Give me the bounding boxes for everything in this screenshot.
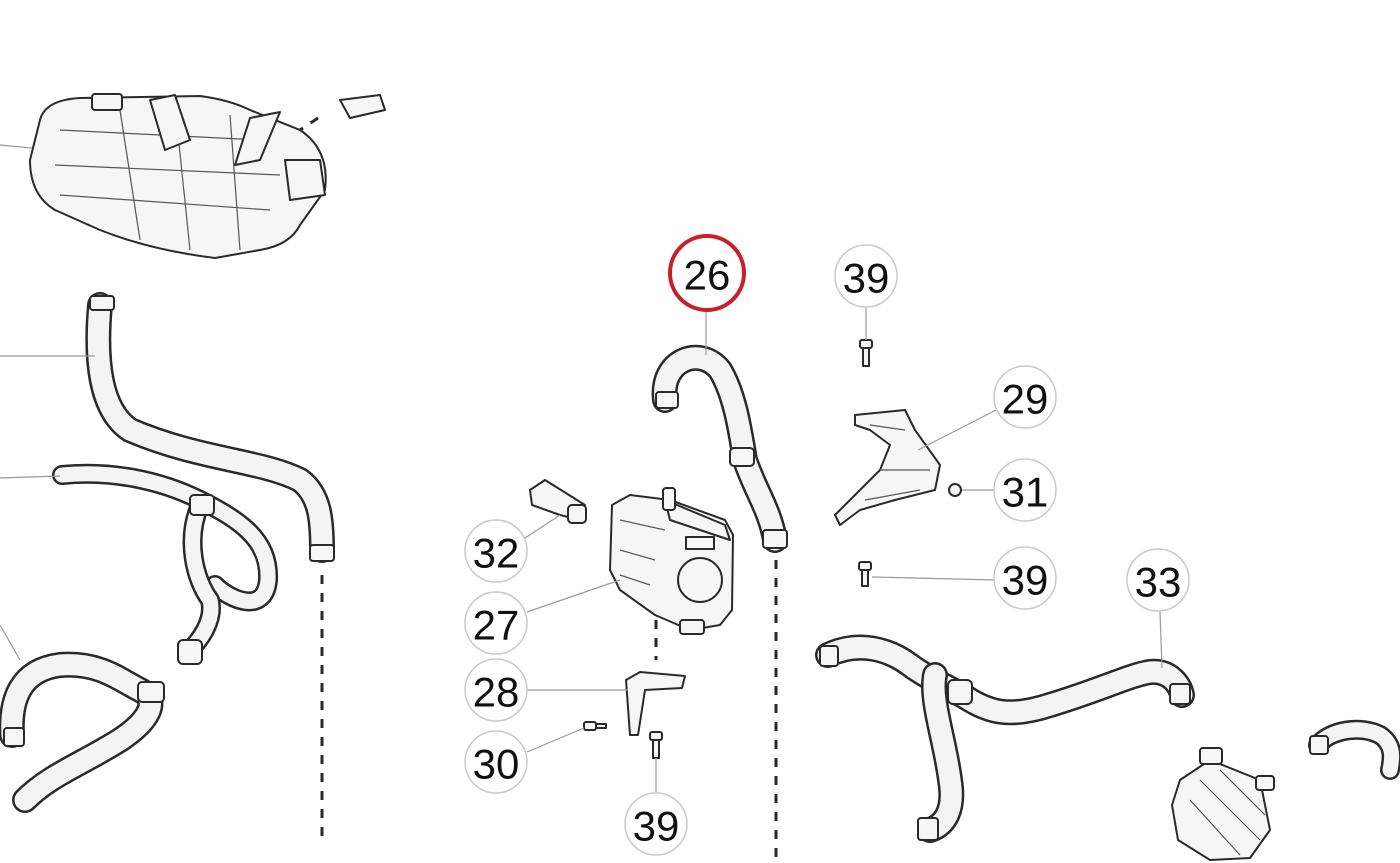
callout-39-top-label: 39 bbox=[843, 255, 890, 302]
left-upper-hose[interactable] bbox=[85, 292, 335, 845]
callout-30[interactable]: 30 bbox=[464, 730, 528, 794]
callout-leaders bbox=[521, 306, 1163, 795]
nut-31[interactable] bbox=[948, 483, 962, 497]
tank-cap[interactable] bbox=[299, 94, 386, 132]
callout-29-label: 29 bbox=[1002, 376, 1049, 423]
callout-39-middle-label: 39 bbox=[1002, 557, 1049, 604]
callout-27[interactable]: 27 bbox=[464, 591, 528, 655]
callout-31[interactable]: 31 bbox=[993, 458, 1057, 522]
callout-39-middle[interactable]: 39 bbox=[993, 546, 1057, 610]
left-lower-hose[interactable] bbox=[0, 651, 165, 813]
bracket-29[interactable] bbox=[834, 409, 941, 526]
expansion-tank[interactable] bbox=[29, 93, 327, 259]
electric-pump[interactable] bbox=[1171, 747, 1275, 861]
callout-32-label: 32 bbox=[473, 530, 520, 577]
callout-26[interactable]: 26 bbox=[668, 234, 746, 312]
bolt-39-bottom[interactable] bbox=[649, 731, 663, 759]
callout-39-bottom[interactable]: 39 bbox=[624, 792, 688, 856]
callout-39-top[interactable]: 39 bbox=[834, 244, 898, 308]
callout-39-bottom-label: 39 bbox=[633, 803, 680, 850]
left-leaders bbox=[0, 144, 95, 661]
bolt-39-top[interactable] bbox=[859, 339, 873, 367]
callout-32[interactable]: 32 bbox=[464, 519, 528, 583]
right-hose-fragment[interactable] bbox=[1308, 719, 1400, 780]
bracket-28[interactable] bbox=[625, 671, 686, 736]
screw-30[interactable] bbox=[583, 721, 607, 731]
hose-26[interactable] bbox=[651, 344, 788, 860]
aux-pump-27[interactable] bbox=[609, 487, 734, 660]
callout-30-label: 30 bbox=[473, 741, 520, 788]
bolt-39-middle[interactable] bbox=[858, 561, 872, 587]
left-tee-hose[interactable] bbox=[52, 463, 279, 665]
callout-28[interactable]: 28 bbox=[464, 658, 528, 722]
callout-27-label: 27 bbox=[473, 602, 520, 649]
callout-33-label: 33 bbox=[1135, 559, 1182, 606]
callout-26-label: 26 bbox=[684, 252, 731, 299]
hose-33[interactable] bbox=[815, 634, 1195, 843]
callout-33[interactable]: 33 bbox=[1126, 548, 1190, 612]
callout-31-label: 31 bbox=[1002, 469, 1049, 516]
callout-29[interactable]: 29 bbox=[993, 365, 1057, 429]
callout-28-label: 28 bbox=[473, 669, 520, 716]
hose-clip-32[interactable] bbox=[529, 479, 587, 524]
